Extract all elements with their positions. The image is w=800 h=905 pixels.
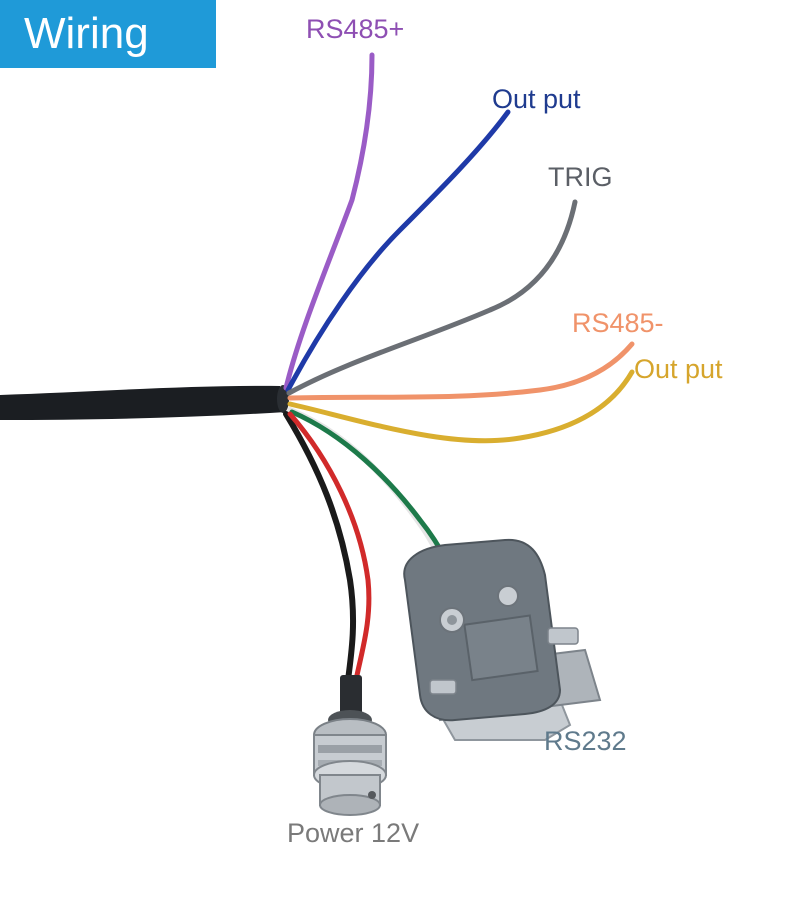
wire-trig (286, 199, 578, 396)
label-power: Power 12V (287, 818, 420, 848)
wire-black (283, 411, 357, 683)
label-rs232: RS232 (544, 726, 627, 756)
wire-output-blue (285, 109, 511, 393)
wire-green (289, 409, 449, 563)
label-output-blue: Out put (492, 84, 581, 114)
wire-output-yellow (287, 369, 635, 444)
label-rs485-minus: RS485- (572, 308, 664, 338)
wire-rs485-minus (287, 341, 635, 401)
label-output-yellow: Out put (634, 354, 723, 384)
power-jack (313, 675, 387, 816)
label-trig: TRIG (548, 162, 613, 192)
wire-rs485-plus (283, 52, 375, 391)
cable-jacket (0, 385, 286, 420)
cable-end (277, 385, 289, 413)
db9-connector (403, 538, 602, 741)
wire-red (287, 411, 372, 683)
label-rs485-plus: RS485+ (306, 14, 405, 44)
title-badge: Wiring (0, 0, 216, 68)
